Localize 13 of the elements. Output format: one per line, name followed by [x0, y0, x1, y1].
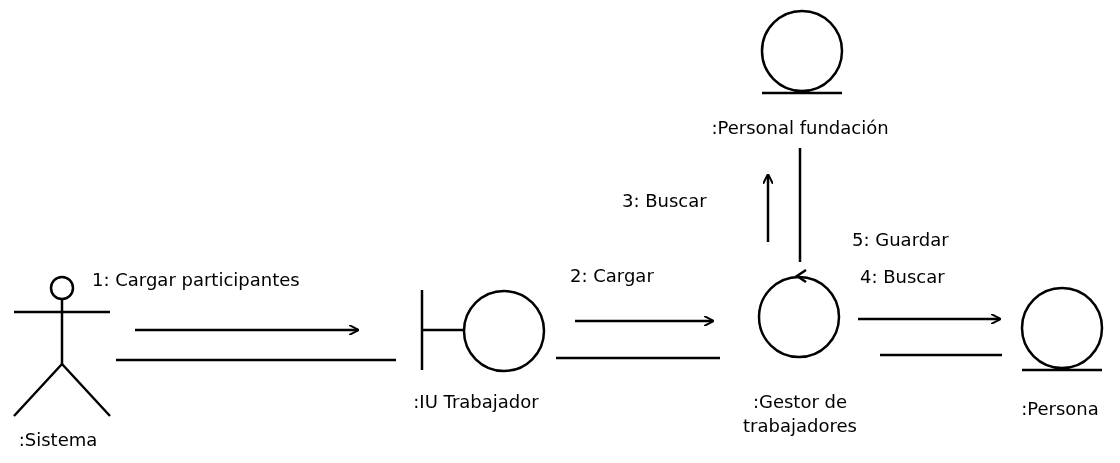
message-label: 1: Cargar participantes: [92, 269, 300, 291]
link-line: [556, 356, 720, 360]
message-label: 5: Guardar: [852, 229, 949, 251]
object-name: :Sistema: [17, 428, 99, 452]
message-label: 2: Cargar: [570, 265, 654, 287]
message-label: 3: Buscar: [622, 190, 707, 212]
object-name: :Personal fundación: [710, 116, 890, 140]
link-line: [116, 358, 396, 362]
object-name: :Persona: [1020, 397, 1100, 421]
message-label: 4: Buscar: [860, 266, 945, 288]
object-name: :Gestor de trabajadores: [742, 390, 858, 438]
link-line: [798, 148, 802, 262]
object-name: :IU Trabajador: [412, 390, 540, 414]
